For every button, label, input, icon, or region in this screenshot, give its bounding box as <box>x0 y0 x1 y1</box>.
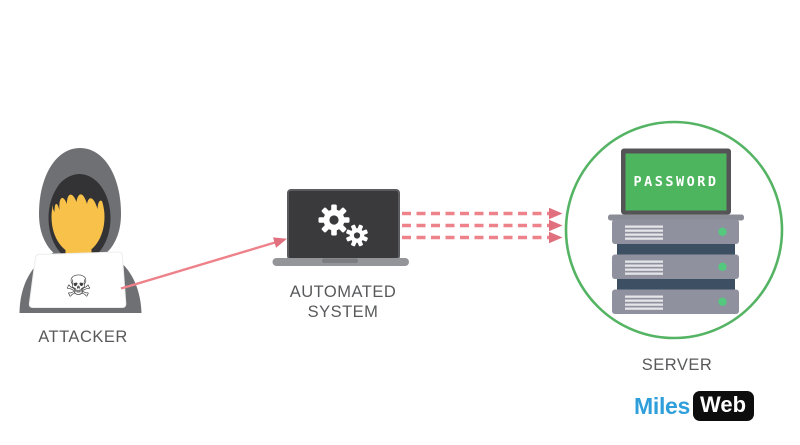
server-rack-unit <box>612 289 739 314</box>
server-label: SERVER <box>641 356 713 374</box>
server-circle-outline <box>564 120 784 340</box>
server-rack-unit <box>612 254 739 279</box>
attack-arrow-solid <box>120 237 287 290</box>
skull-crossbones-icon: ☠ <box>65 270 92 305</box>
server-group <box>564 120 784 340</box>
hair <box>52 175 106 212</box>
attack-arrow-line <box>120 241 276 290</box>
laptop-screen <box>287 189 400 260</box>
server-shelf <box>608 214 744 221</box>
attacker-figure: ☠ <box>19 148 142 313</box>
dashed-arrow-head <box>549 219 563 232</box>
automated-system-label: AUTOMATED SYSTEM <box>289 283 397 321</box>
password-screen-text: PASSWORD <box>633 174 719 190</box>
rack-led <box>718 297 727 306</box>
logo-miles-text: Miles <box>634 392 691 419</box>
server-rack-unit <box>612 219 739 244</box>
rack-led <box>718 227 727 236</box>
laptop-base-notch <box>322 258 358 263</box>
rack-led <box>718 262 727 271</box>
dashed-arrow-head <box>549 231 563 244</box>
password-monitor-screen <box>625 153 727 211</box>
logo-web-badge: Web <box>693 391 755 421</box>
milesweb-logo: Miles Web <box>634 389 755 423</box>
gear-large-icon <box>318 204 350 236</box>
automated-system-laptop <box>272 189 409 266</box>
attacker-label: ATTACKER <box>38 328 128 346</box>
dashed-arrow-head <box>549 207 563 220</box>
rack-spacer <box>617 277 735 293</box>
gear-small-icon <box>346 224 368 247</box>
attacker-laptop-lid <box>28 251 127 308</box>
rack-spacer <box>617 242 735 258</box>
brute-force-arrows-dashed <box>402 207 563 244</box>
attack-arrow-head <box>272 237 287 248</box>
